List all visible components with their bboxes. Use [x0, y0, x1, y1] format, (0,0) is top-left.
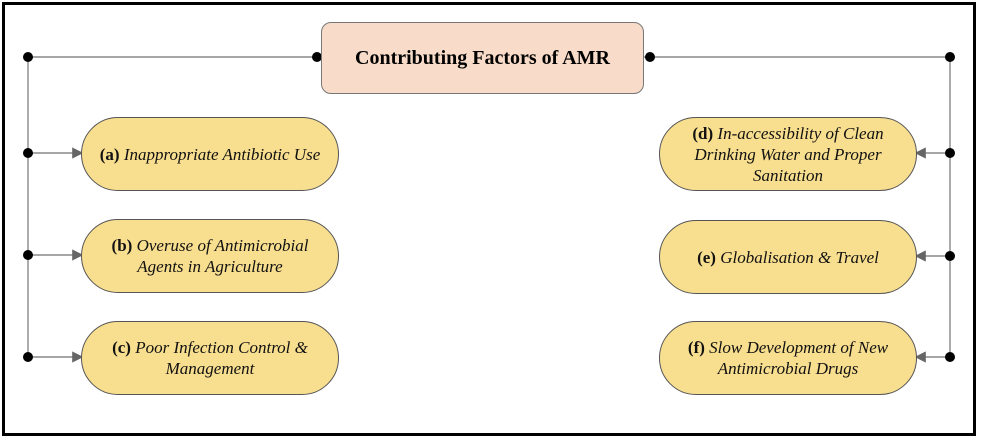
- junction-dot: [23, 52, 33, 62]
- factor-f-text: (f) Slow Development of New Antimicrobia…: [674, 337, 902, 379]
- factor-e-letter: (e): [697, 247, 716, 267]
- junction-dot: [23, 250, 33, 260]
- factor-a: (a) Inappropriate Antibiotic Use: [81, 117, 339, 191]
- factor-f: (f) Slow Development of New Antimicrobia…: [659, 321, 917, 395]
- factor-c-text: (c) Poor Infection Control & Management: [96, 337, 324, 379]
- factor-b: (b) Overuse of Antimicrobial Agents in A…: [81, 219, 339, 293]
- factor-f-letter: (f): [687, 338, 705, 357]
- factor-e-text: (e) Globalisation & Travel: [697, 247, 879, 268]
- factor-c-label: Poor Infection Control & Management: [135, 338, 308, 378]
- factor-a-text: (a) Inappropriate Antibiotic Use: [100, 144, 321, 165]
- diagram-title: Contributing Factors of AMR: [355, 46, 610, 69]
- junction-dot: [645, 52, 655, 62]
- junction-dot: [945, 251, 955, 261]
- title-box: Contributing Factors of AMR: [321, 22, 644, 94]
- junction-dot: [945, 352, 955, 362]
- factor-b-label: Overuse of Antimicrobial Agents in Agric…: [136, 236, 309, 276]
- factor-c-letter: (c): [112, 338, 131, 357]
- factor-d: (d) In-accessibility of Clean Drinking W…: [659, 117, 917, 191]
- factor-a-letter: (a): [99, 144, 120, 164]
- factor-a-label: Inappropriate Antibiotic Use: [123, 144, 321, 164]
- junction-dot: [23, 352, 33, 362]
- factor-b-text: (b) Overuse of Antimicrobial Agents in A…: [96, 235, 324, 277]
- factor-e-label: Globalisation & Travel: [720, 247, 879, 267]
- factor-c: (c) Poor Infection Control & Management: [81, 321, 339, 395]
- junction-dot: [312, 52, 322, 62]
- factor-d-letter: (d): [692, 123, 714, 143]
- junction-dot: [945, 148, 955, 158]
- factor-d-text: (d) In-accessibility of Clean Drinking W…: [674, 123, 902, 186]
- factor-e: (e) Globalisation & Travel: [659, 220, 917, 294]
- junction-dot: [945, 52, 955, 62]
- junction-dot: [23, 148, 33, 158]
- factor-b-letter: (b): [111, 236, 133, 255]
- factor-d-label: In-accessibility of Clean Drinking Water…: [694, 123, 884, 185]
- factor-f-label: Slow Development of New Antimicrobial Dr…: [709, 338, 889, 378]
